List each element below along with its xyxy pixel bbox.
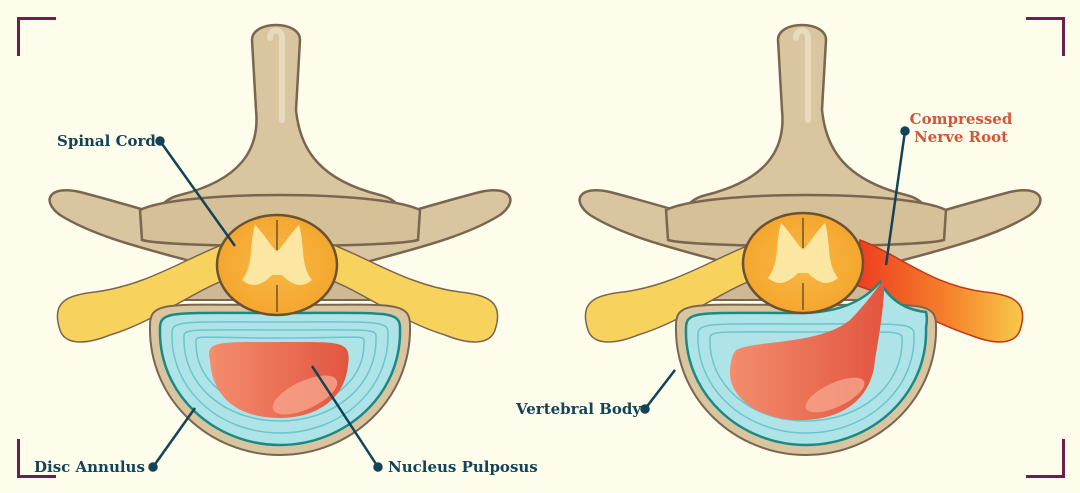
healthy-spinal-cord — [215, 213, 339, 317]
label-compressed-nerve-root: Compressed Nerve Root — [908, 110, 1014, 146]
label-spinal-cord: Spinal Cord — [57, 132, 156, 150]
herniated-vertebra — [578, 23, 1042, 301]
herniated-disc — [674, 279, 938, 457]
label-nucleus-pulposus: Nucleus Pulposus — [388, 458, 538, 476]
label-disc-annulus: Disc Annulus — [34, 458, 145, 476]
leader-lines — [148, 126, 910, 472]
healthy-disc — [148, 303, 412, 457]
compressed-nerve-root — [854, 238, 1024, 343]
frame-corner-top-right — [1026, 17, 1065, 56]
frame-corner-top-left — [17, 17, 56, 56]
frame-corner-bottom-left — [17, 439, 56, 478]
herniated-spinal-cord — [741, 211, 865, 315]
label-compressed-line2: Nerve Root — [913, 128, 1009, 146]
label-compressed-line1: Compressed — [909, 110, 1013, 128]
frame-corner-bottom-right — [1026, 439, 1065, 478]
label-vertebral-body: Vertebral Body — [516, 400, 642, 418]
